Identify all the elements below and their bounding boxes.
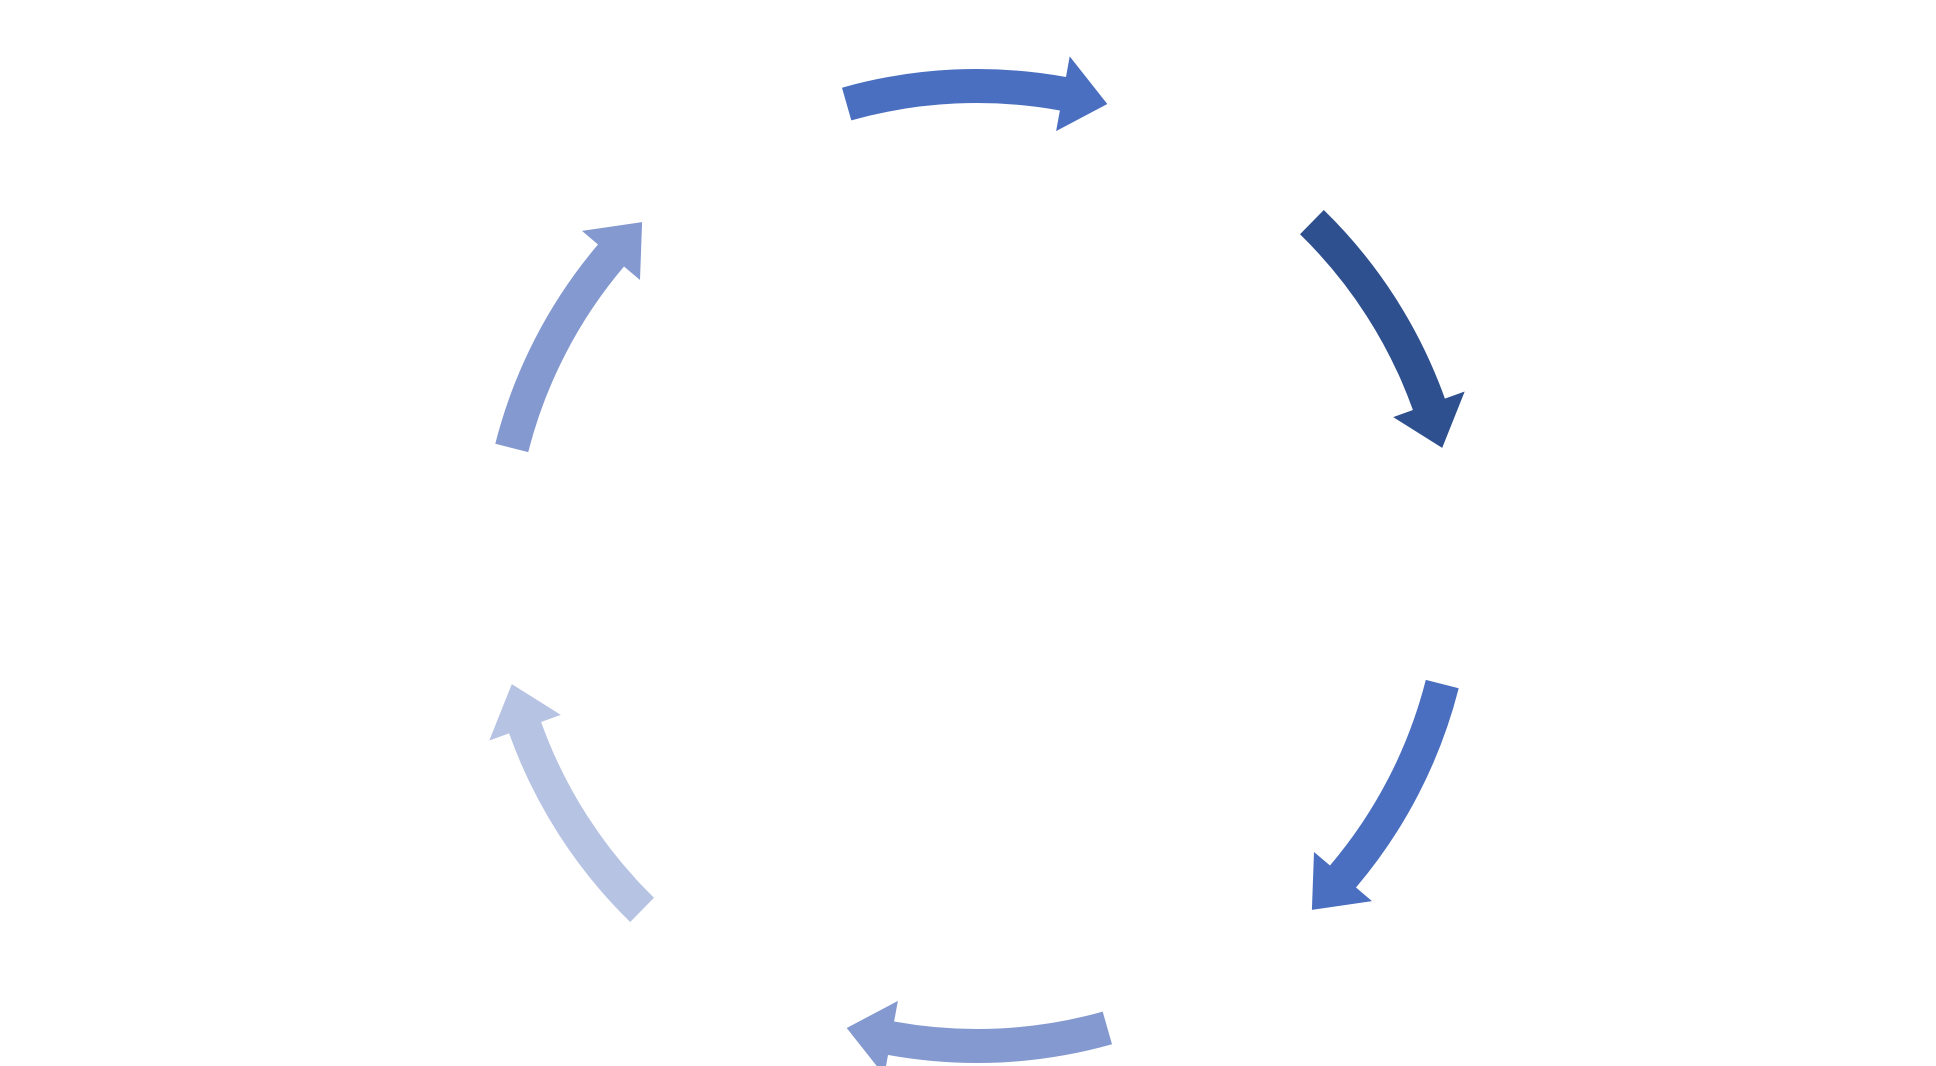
cycle-arrow-lower-right — [1311, 679, 1459, 910]
cycle-arrow-lower-left — [489, 684, 654, 922]
cycle-arrow-top — [842, 56, 1108, 132]
cycle-arrow-upper-left — [495, 222, 643, 453]
cycle-arrow-bottom — [846, 1000, 1112, 1066]
cycle-arrow-upper-right — [1300, 210, 1465, 448]
